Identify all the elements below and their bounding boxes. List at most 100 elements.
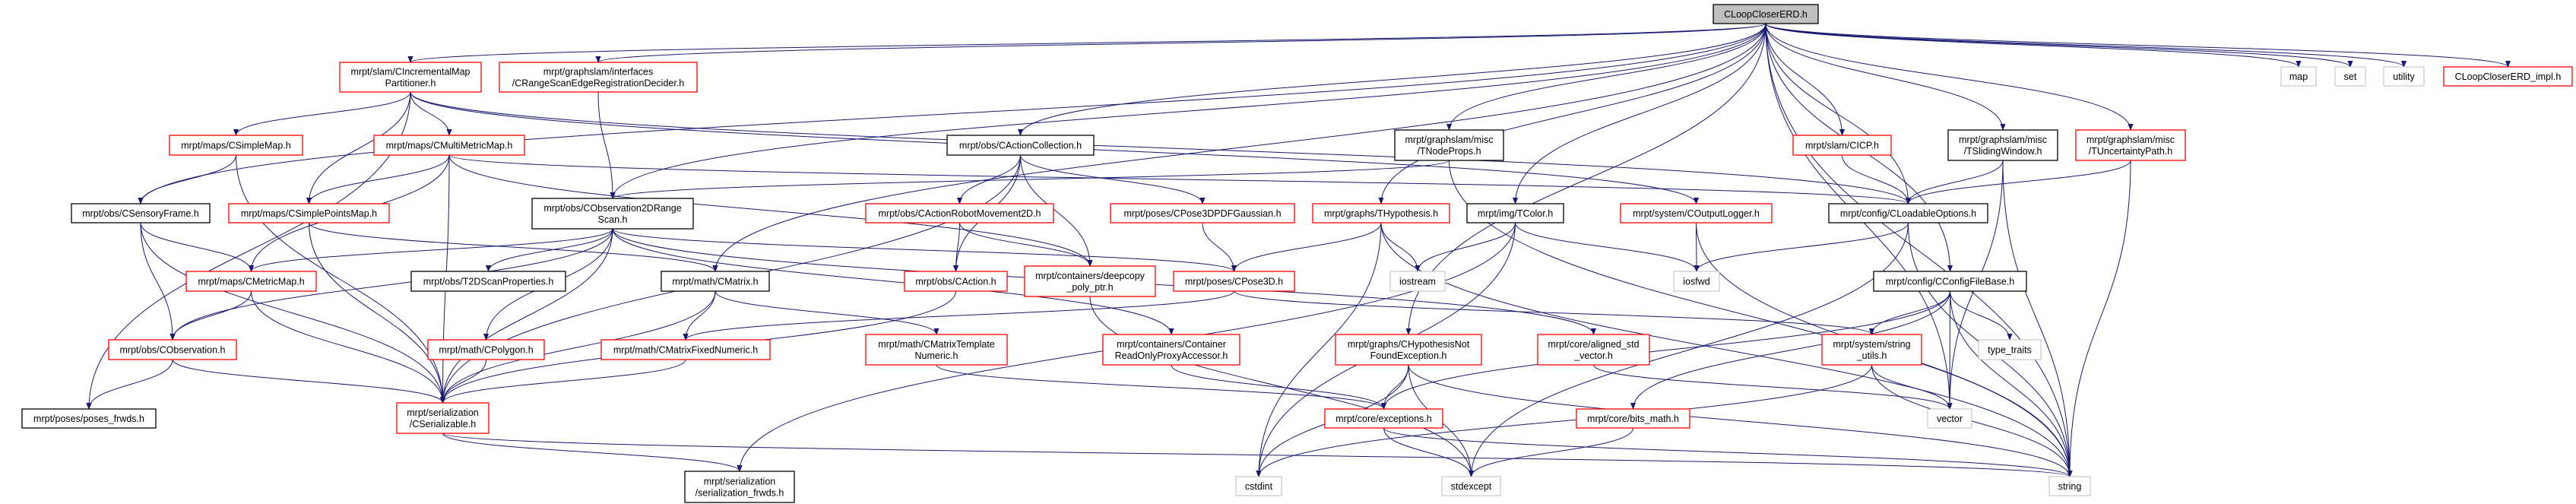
edge-exceptions-to-string [1383,427,2073,477]
node-box [1335,334,1482,366]
edge-root-to-map [1765,23,2302,68]
node-label: FoundException.h [1370,350,1447,361]
node-vector: vector [1927,408,1972,429]
edge-simplepoints-to-cmatrix [309,222,718,272]
node-cmatrix[interactable]: mrpt/math/CMatrix.h [661,271,770,292]
node-metricmap[interactable]: mrpt/maps/CMetricMap.h [185,271,317,292]
edge-obs2d-to-t2d [485,228,613,272]
node-rangescan[interactable]: mrpt/graphslam/interfaces/CRangeScanEdge… [499,62,698,93]
edge-root-to-rangescan [595,23,1766,63]
node-label: mrpt/core/exceptions.h [1336,414,1431,424]
node-box [1173,271,1295,292]
node-caction[interactable]: mrpt/obs/CAction.h [904,271,1008,292]
edge-actioncoll-to-deepcopy [1020,154,1093,267]
edge-sensoryframe-to-cobservation [140,222,176,341]
node-simplepoints[interactable]: mrpt/maps/CSimplePointsMap.h [228,203,390,223]
node-cpose3d[interactable]: mrpt/poses/CPose3D.h [1173,271,1295,292]
node-label: mrpt/obs/T2DScanProperties.h [423,277,554,287]
node-thypothesis[interactable]: mrpt/graphs/THypothesis.h [1312,203,1450,223]
edge-configfile-to-string [1950,290,2073,477]
node-impl[interactable]: CLoopCloserERD_impl.h [2443,66,2573,87]
node-label: CLoopCloserERD.h [1724,9,1808,20]
node-cicp[interactable]: mrpt/slam/CICP.h [1792,135,1892,156]
node-robotmove[interactable]: mrpt/obs/CActionRobotMovement2D.h [865,203,1054,223]
node-multimetric[interactable]: mrpt/maps/CMultiMetricMap.h [373,135,525,156]
node-box [600,339,771,360]
edge-actioncoll-to-pose3dpdf [1020,154,1206,204]
edge-root-to-obs2d [610,23,1766,199]
node-cobservation[interactable]: mrpt/obs/CObservation.h [108,339,237,360]
edge-incmap-to-simplemap [233,91,411,136]
edge-configfile-to-stringutils [1868,290,1950,335]
node-configfile[interactable]: mrpt/config/CConfigFileBase.h [1873,271,2027,292]
edge-incmap-to-simplepoints [306,91,411,204]
node-sensoryframe[interactable]: mrpt/obs/CSensoryFrame.h [71,203,211,223]
node-uncertainty[interactable]: mrpt/graphslam/misc/TUncertaintyPath.h [2075,129,2186,161]
edge-sensoryframe-to-metricmap [140,222,255,272]
node-deepcopy[interactable]: mrpt/containers/deepcopy_poly_ptr.h [1024,265,1156,297]
node-stdexcept: stdexcept [1441,476,1501,496]
node-label: /TSlidingWindow.h [1964,146,2042,157]
edge-root-to-string [1765,23,2073,477]
node-loadable[interactable]: mrpt/config/CLoadableOptions.h [1828,203,1988,223]
edge-robotmove-to-caction [952,222,960,272]
node-box [108,339,237,360]
node-label: type_traits [1988,345,2032,356]
node-box [1466,203,1564,223]
node-posesfrwds[interactable]: mrpt/poses/poses_frwds.h [21,408,157,429]
edges-layer [86,23,2511,477]
node-simplemap[interactable]: mrpt/maps/CSimpleMap.h [169,135,303,156]
edge-root-to-uncertainty [1765,23,2134,131]
edge-root-to-actioncoll [1018,23,1766,136]
edge-tcolor-to-iostream [1415,222,1516,272]
edge-simplepoints-to-serializable [309,222,446,404]
node-cpolygon[interactable]: mrpt/math/CPolygon.h [427,339,545,360]
node-t2d[interactable]: mrpt/obs/T2DScanProperties.h [410,271,566,292]
node-map: map [2280,66,2317,87]
node-label: _utils.h [1856,350,1887,361]
edge-configfile-to-exceptions [1380,290,1950,410]
node-serializable[interactable]: mrpt/serialization/CSerializable.h [396,402,490,434]
node-label: ReadOnlyProxyAccessor.h [1115,350,1228,361]
edge-root-to-slidingwindow [1765,23,2006,131]
edge-root-to-impl [1765,23,2511,68]
node-label: mrpt/graphs/THypothesis.h [1324,208,1438,219]
node-slidingwindow[interactable]: mrpt/graphslam/misc/TSlidingWindow.h [1947,129,2058,161]
node-nodeprops[interactable]: mrpt/graphslam/misc/TNodeProps.h [1394,129,1504,161]
node-label: set [2344,71,2357,82]
node-label: mrpt/maps/CSimplePointsMap.h [241,208,377,219]
node-box [499,62,698,93]
node-label: mrpt/system/COutputLogger.h [1633,208,1760,219]
node-bitsmath[interactable]: mrpt/core/bits_math.h [1576,408,1690,429]
node-box [2280,66,2317,87]
node-box [661,271,770,292]
node-box [1324,408,1443,429]
edge-obs2d-to-metricmap [249,228,613,272]
node-box [1873,271,2027,292]
edge-stringutils-to-vector [1871,364,1953,410]
node-label: cstdint [1245,481,1273,492]
node-root[interactable]: CLoopCloserERD.h [1713,4,1819,24]
node-box [71,203,211,223]
node-label: string [2058,481,2082,492]
node-proxyaccessor[interactable]: mrpt/containers/ContainerReadOnlyProxyAc… [1102,334,1240,366]
node-exceptions[interactable]: mrpt/core/exceptions.h [1324,408,1443,429]
node-hypnotfound[interactable]: mrpt/graphs/CHypothesisNotFoundException… [1335,334,1482,366]
node-label: Scan.h [598,214,628,225]
node-alignedvec[interactable]: mrpt/core/aligned_std_vector.h [1537,334,1650,366]
node-tcolor[interactable]: mrpt/img/TColor.h [1466,203,1564,223]
edge-multimetric-to-simplepoints [306,154,450,204]
node-box [1537,334,1650,366]
node-fixednumeric[interactable]: mrpt/math/CMatrixFixedNumeric.h [600,339,771,360]
node-serfrwds[interactable]: mrpt/serialization/serialization_frwds.h [684,471,795,503]
node-stringutils[interactable]: mrpt/system/string_utils.h [1821,334,1922,366]
edge-sensoryframe-to-serializable [140,222,446,404]
node-pose3dpdf[interactable]: mrpt/poses/CPose3DPDFGaussian.h [1110,203,1295,223]
node-label: mrpt/graphslam/interfaces [543,67,654,78]
edge-rangescan-to-obs2d [597,91,616,199]
node-outputlogger[interactable]: mrpt/system/COutputLogger.h [1620,203,1773,223]
node-actioncoll[interactable]: mrpt/obs/CActionCollection.h [946,135,1095,156]
